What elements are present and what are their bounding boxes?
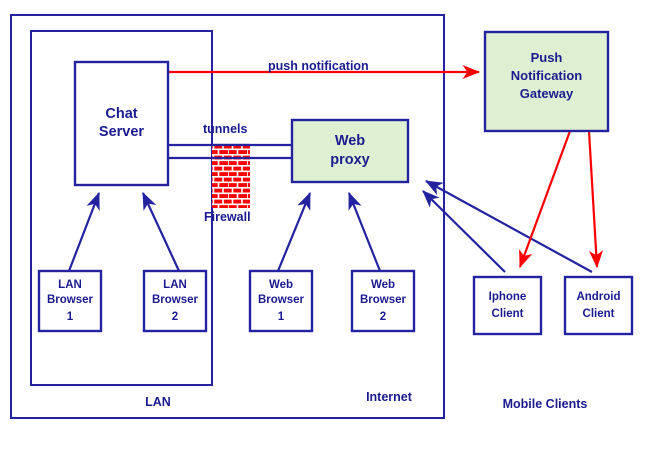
node-iphone-client-label-line-1: Iphone <box>489 291 527 303</box>
node-web-browser-2-label-line-1: Web <box>371 279 395 291</box>
label-push-notification: push notification <box>268 59 369 73</box>
node-push-notification-gateway-label-line-2: Notification <box>511 68 583 83</box>
node-web-proxy[interactable] <box>290 118 410 184</box>
firewall-brick-wall <box>212 144 250 208</box>
edge-android-client-to-web-proxy <box>425 180 593 273</box>
node-web-browser-2[interactable] <box>350 269 416 333</box>
node-chat-server[interactable] <box>73 60 170 187</box>
edge-iphone-client-to-web-proxy <box>422 190 506 273</box>
node-web-browser-1[interactable] <box>248 269 314 333</box>
zone-label-lan: LAN <box>145 395 171 409</box>
node-push-notification-gateway-label-line-3: Gateway <box>520 86 574 101</box>
edge-gateway-to-iphone-client <box>518 130 572 269</box>
zone-label-mobile-clients: Mobile Clients <box>503 397 588 411</box>
edge-web-browser-1-to-web-proxy <box>276 191 312 272</box>
zone-internet-container <box>10 14 445 419</box>
node-web-proxy-label-line-1: Web <box>335 133 365 149</box>
node-lan-browser-1[interactable] <box>37 269 103 333</box>
node-lan-browser-1-label-line-2: Browser <box>47 294 94 306</box>
edge-lan-browser-2-to-chat-server <box>142 192 180 272</box>
node-chat-server-label-line-1: Chat <box>105 106 137 122</box>
node-web-browser-2-label-line-2: Browser <box>360 294 407 306</box>
label-tunnels: tunnels <box>203 122 247 136</box>
edge-lan-browser-1-to-chat-server <box>67 191 101 272</box>
node-iphone-client[interactable] <box>472 275 543 336</box>
node-lan-browser-1-label-line-1: LAN <box>58 279 82 291</box>
edge-web-browser-2-to-web-proxy <box>347 191 382 272</box>
node-lan-browser-2-label-line-1: LAN <box>163 279 187 291</box>
node-web-browser-1-label-line-2: Browser <box>258 294 305 306</box>
node-web-proxy-label-line-2: proxy <box>330 152 370 168</box>
node-iphone-client-label-line-2: Client <box>492 308 524 320</box>
label-firewall: Firewall <box>204 210 251 224</box>
node-web-browser-1-label-line-1: Web <box>269 279 293 291</box>
node-android-client[interactable] <box>563 275 634 336</box>
zone-label-internet: Internet <box>366 390 413 404</box>
edge-gateway-to-android-client <box>587 130 604 269</box>
node-lan-browser-2-label-line-3: 2 <box>172 311 178 323</box>
node-web-browser-1-label-line-3: 1 <box>278 311 285 323</box>
node-push-notification-gateway-label-line-1: Push <box>531 50 563 65</box>
node-android-client-label-line-2: Client <box>583 308 615 320</box>
node-push-notification-gateway[interactable] <box>483 30 610 133</box>
node-lan-browser-2-label-line-2: Browser <box>152 294 199 306</box>
node-chat-server-label-line-2: Server <box>99 124 145 140</box>
node-lan-browser-1-label-line-3: 1 <box>67 311 74 323</box>
node-web-browser-2-label-line-3: 2 <box>380 311 386 323</box>
node-android-client-label-line-1: Android <box>576 291 620 303</box>
node-lan-browser-2[interactable] <box>142 269 208 333</box>
